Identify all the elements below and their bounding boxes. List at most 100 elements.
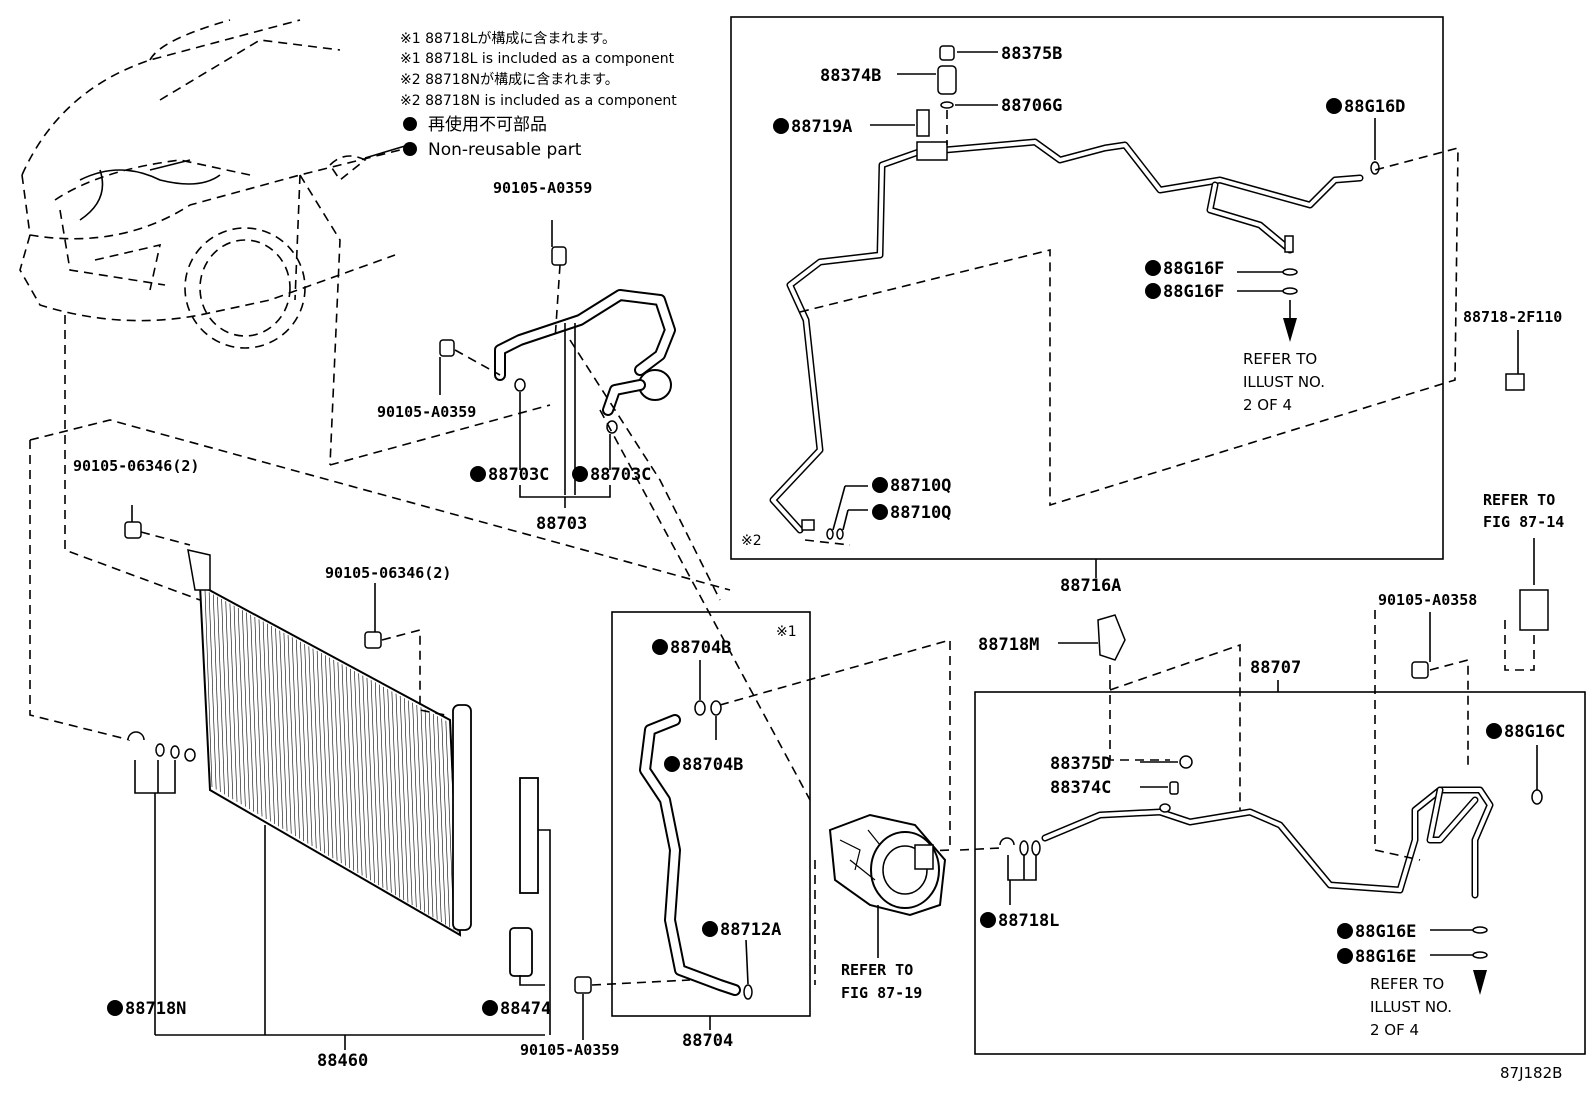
non-reusable-dot-icon [1145,283,1161,299]
refer-87-14-l1: REFER TO [1483,491,1555,509]
bolt-icon [439,339,455,357]
non-reusable-dot-icon [1337,923,1353,939]
label-88G16D: 88G16D [1344,97,1405,117]
group-refer-87-14: REFER TO FIG 87-14 [1483,491,1564,671]
mark-2: ※2 [741,533,762,549]
condenser-fin [254,617,263,817]
condenser-fin [312,648,321,851]
bolt-icon [551,246,567,266]
condenser-fin [204,589,213,788]
label-88710Q-2: 88710Q [890,503,951,523]
group-88703 [439,220,676,508]
label-bolt-90105-A0358: 90105-A0358 [1378,591,1477,609]
non-reusable-dot-icon [980,912,996,928]
connector-block-icon [1519,589,1549,631]
connector-lines [29,174,811,801]
condenser-fin [208,592,217,790]
condenser-fin [225,601,234,800]
label-88718L: 88718L [998,911,1059,931]
condenser-fin [287,635,296,837]
condenser-fin [366,677,375,883]
label-88704B-2: 88704B [682,755,743,775]
refer-87-14-l2: FIG 87-14 [1483,513,1564,531]
non-reusable-dot-icon [572,466,588,482]
non-reusable-dot-icon [470,466,486,482]
condenser-fin [266,623,275,824]
legend-dot-icon [403,142,417,156]
non-reusable-dot-icon [482,1000,498,1016]
group-88704 [611,611,951,1030]
refer-87-19-l1: REFER TO [841,961,913,979]
label-88G16F-2: 88G16F [1163,282,1224,302]
group-88703-labels: 90105-A0359 90105-A0359 88703C 88703C 88… [377,179,651,534]
label-88G16C: 88G16C [1504,722,1565,742]
condenser-fin [325,655,334,859]
condenser-fin [441,718,450,928]
condenser-fin [242,610,250,810]
condenser-fin [250,614,259,815]
bolt-icon [364,631,382,649]
group-88707-labels: 88718M 88707 90105-A0358 88375D 88374C 8… [978,591,1565,1039]
valve-core-icon [937,65,957,95]
pressure-sensor-icon [916,109,930,137]
condenser-fin [428,711,438,920]
label-bolt-90105-06346-left: 90105-06346(2) [73,457,199,475]
condenser-fin [304,644,313,846]
non-reusable-dot-icon [773,118,789,134]
clip-88718-2F110 [1505,330,1525,391]
condenser-fin [408,700,417,908]
condenser-fin [296,639,305,842]
condenser-fin [362,675,371,881]
condenser-fin [374,682,384,888]
legend-dot-icon [403,117,417,131]
bolt-icon [574,976,592,994]
group-88716A-labels: 88375B 88374B 88706G 88719A 88G16D 88G16… [741,44,1562,596]
label-88703C-1: 88703C [488,465,549,485]
condenser-fin [333,659,342,864]
condenser-fin [291,637,300,839]
refer-illust-bottom-l1: REFER TO [1370,975,1444,993]
label-88374B: 88374B [820,66,881,86]
note-1-jp: ※1 88718Lが構成に含まれます。 [400,31,616,47]
condenser-fin [283,632,292,834]
condenser-fin [424,709,434,918]
clip-icon [1505,373,1525,391]
non-reusable-dot-icon [1145,260,1161,276]
non-reusable-dot-icon [664,756,680,772]
condenser-fin [217,596,225,795]
non-reusable-dot-icon [1486,723,1502,739]
refer-87-19: REFER TO FIG 87-19 [841,961,922,1002]
condenser-fin [395,693,405,901]
label-88374C: 88374C [1050,778,1111,798]
condenser-fin [354,671,363,876]
refer-illust-bottom-l3: 2 OF 4 [1370,1021,1419,1039]
condenser-fin [262,621,271,822]
compressor [814,813,947,985]
condenser-fin [275,628,284,829]
condenser-fin [350,668,359,874]
non-reusable-dot-icon [872,504,888,520]
label-88703: 88703 [536,514,587,534]
label-88460: 88460 [317,1051,368,1071]
condenser-fin [387,689,396,896]
non-reusable-dot-icon [872,477,888,493]
bolt-icon [124,521,142,539]
condenser-fin [237,608,246,807]
condenser-fin [213,594,221,792]
arrow-down-icon [1283,318,1297,342]
dryer-cartridge-icon [509,927,533,977]
group-88716A [730,16,1459,578]
label-88G16E-2: 88G16E [1355,947,1416,967]
note-2-en: ※2 88718N is included as a component [400,93,677,109]
condenser-fin [399,695,409,903]
label-88704: 88704 [682,1031,733,1051]
label-88474: 88474 [500,999,551,1019]
vehicle-illustration [19,19,406,349]
refer-illust-top-l1: REFER TO [1243,350,1317,368]
condenser-fin [404,698,413,905]
receiver-tank-icon [452,704,472,931]
label-88712A: 88712A [720,920,781,940]
refer-illust-top-l2: ILLUST NO. [1243,373,1325,391]
